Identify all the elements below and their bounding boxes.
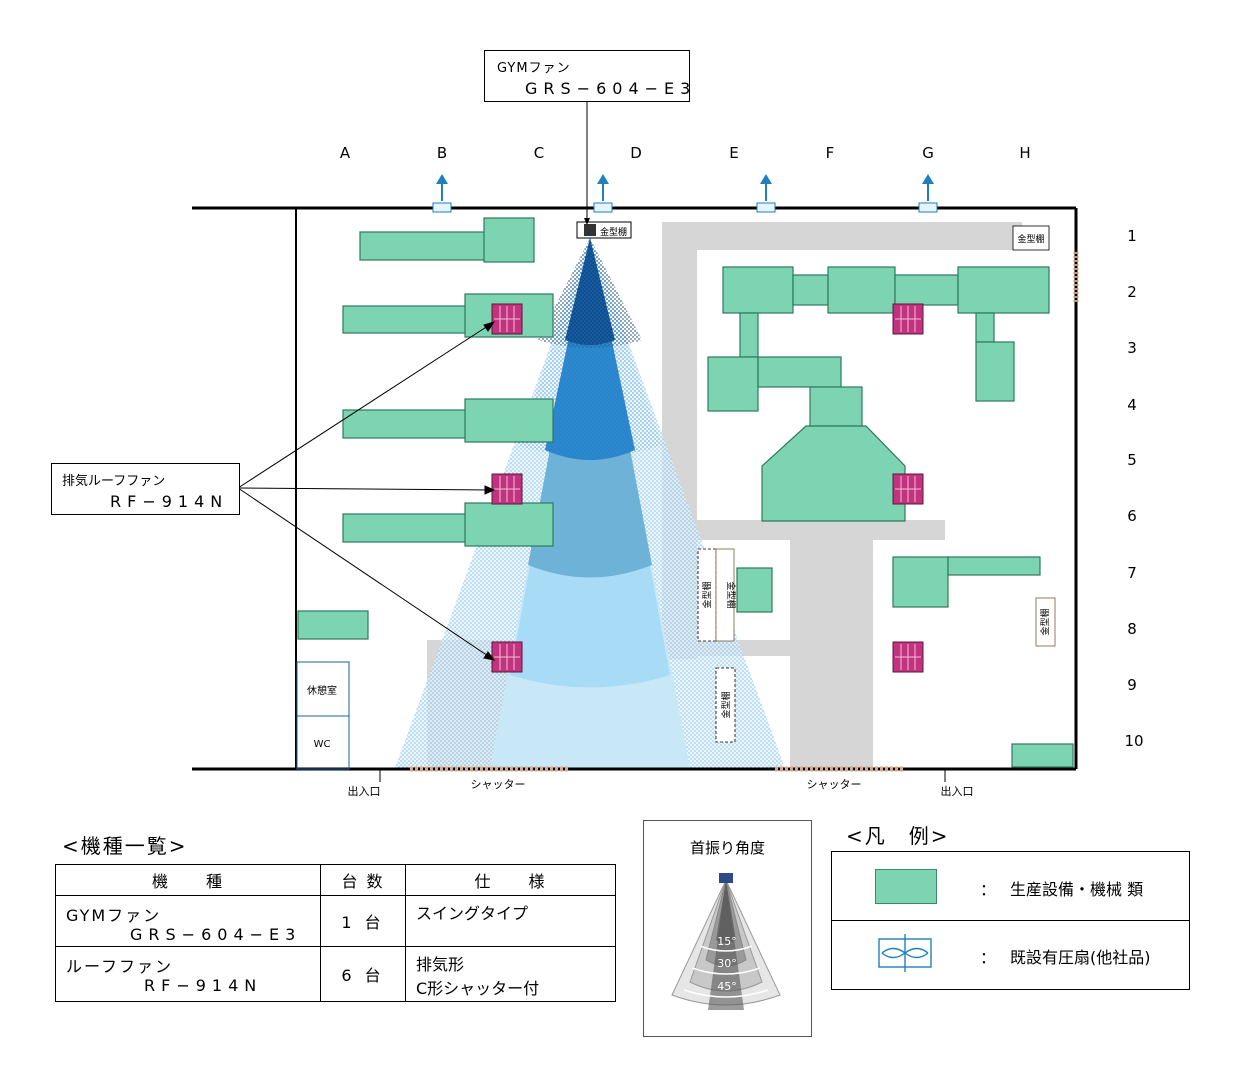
existing-fans bbox=[432, 174, 938, 213]
entrance-label: 出入口 bbox=[941, 784, 974, 798]
column-label: F bbox=[826, 144, 835, 162]
model-code: RF−914N bbox=[144, 976, 263, 995]
legend-title: <凡 例> bbox=[846, 824, 950, 848]
row-label: 1 bbox=[1127, 227, 1137, 245]
gym-fan-unit bbox=[576, 100, 632, 239]
roof-fan-leaders bbox=[237, 321, 496, 661]
kanagata-label: 金型棚 bbox=[720, 691, 732, 718]
roof-fan-grilles bbox=[494, 306, 921, 670]
equipment-list-title: <機種一覧> bbox=[62, 834, 188, 858]
shutter-label: シャッター bbox=[807, 778, 862, 791]
row-label: 3 bbox=[1127, 339, 1137, 357]
column-label: D bbox=[630, 144, 642, 162]
header-model: 機 種 bbox=[55, 864, 321, 896]
row-labels: 1 2 3 4 5 6 7 8 9 10 bbox=[1124, 227, 1143, 750]
swing-angle-box: 首振り角度 bbox=[643, 820, 812, 1037]
legend-sep: ： bbox=[980, 948, 997, 967]
row-label: 4 bbox=[1127, 396, 1137, 414]
roof-fan-callout-line1: 排気ルーフファン bbox=[62, 474, 166, 489]
kanagata-label: 金型棚 bbox=[725, 581, 737, 608]
wc-label: WC bbox=[314, 739, 331, 750]
angle-label: 45° bbox=[717, 980, 737, 993]
existing-fan bbox=[432, 202, 452, 213]
spec-cell: 排気形 C形シャッター付 bbox=[405, 946, 616, 1002]
shutter-label: シャッター bbox=[471, 778, 526, 791]
row-label: 6 bbox=[1127, 507, 1137, 525]
spec-line: 排気形 bbox=[416, 955, 465, 974]
legend-equipment-swatch bbox=[875, 869, 937, 904]
row-label: 5 bbox=[1127, 451, 1137, 469]
row-label: 9 bbox=[1127, 676, 1137, 694]
column-labels: A B C D E F G H bbox=[340, 144, 1031, 162]
row-label: 2 bbox=[1127, 283, 1137, 301]
header-qty: 台 数 bbox=[320, 864, 406, 896]
gym-fan-airflow bbox=[395, 238, 785, 768]
legend-divider bbox=[832, 920, 1189, 921]
legend-fan-icon bbox=[878, 934, 932, 972]
kanagata-label: 金型棚 bbox=[1017, 233, 1044, 245]
column-label: G bbox=[922, 144, 934, 162]
legend-existing-fan-label: 既設有圧扇(他社品) bbox=[1010, 948, 1151, 967]
spec-line: スイングタイプ bbox=[416, 904, 529, 923]
existing-fan bbox=[593, 202, 613, 213]
row-label: 7 bbox=[1127, 564, 1137, 582]
qty-cell: 6 台 bbox=[320, 946, 406, 1002]
row-label: 10 bbox=[1124, 732, 1143, 750]
column-label: C bbox=[534, 144, 544, 162]
table-row: ルーフファン RF−914N 6 台 排気形 C形シャッター付 bbox=[55, 946, 616, 1002]
column-label: H bbox=[1019, 144, 1030, 162]
entrance-label: 出入口 bbox=[348, 784, 381, 798]
existing-fan bbox=[918, 202, 938, 213]
existing-fan bbox=[756, 202, 776, 213]
spec-cell: スイングタイプ bbox=[405, 895, 616, 947]
legend-box: ： 生産設備・機械 類 ： 既設有圧扇(他社品) bbox=[831, 851, 1190, 990]
legend-equipment-label: 生産設備・機械 類 bbox=[1010, 880, 1144, 899]
storage-racks bbox=[697, 225, 1056, 743]
kanagata-label: 金型棚 bbox=[701, 581, 713, 608]
roof-fan-callout-line2: RF−914N bbox=[110, 492, 229, 511]
model-name: ルーフファン bbox=[66, 957, 174, 976]
kanagata-label: 金型棚 bbox=[1039, 608, 1051, 635]
swing-angle-diagram bbox=[671, 873, 781, 1010]
column-label: E bbox=[729, 144, 738, 162]
row-label: 8 bbox=[1127, 620, 1137, 638]
spec-line: C形シャッター付 bbox=[416, 979, 540, 998]
gym-fan-callout: GYMファン GRS−604−E3 bbox=[484, 50, 690, 102]
roof-fan-callout: 排気ルーフファン RF−914N bbox=[51, 463, 240, 515]
gym-fan-callout-line2: GRS−604−E3 bbox=[525, 79, 697, 98]
header-spec: 仕 様 bbox=[405, 864, 616, 896]
table-row: GYMファン GRS−604−E3 1 台 スイングタイプ bbox=[55, 895, 616, 947]
angle-label: 30° bbox=[717, 957, 737, 970]
production-equipment bbox=[297, 217, 1074, 768]
column-label: A bbox=[340, 144, 351, 162]
model-cell: GYMファン GRS−604−E3 bbox=[55, 895, 321, 947]
rest-room-label: 休憩室 bbox=[307, 684, 337, 697]
swing-angle-title: 首振り角度 bbox=[689, 839, 765, 857]
legend-sep: ： bbox=[980, 880, 997, 899]
column-label: B bbox=[437, 144, 447, 162]
qty-cell: 1 台 bbox=[320, 895, 406, 947]
model-name: GYMファン bbox=[66, 906, 162, 925]
model-code: GRS−604−E3 bbox=[130, 925, 302, 944]
rooms bbox=[296, 661, 350, 770]
kanagata-label: 金型棚 bbox=[600, 226, 627, 238]
angle-label: 15° bbox=[717, 935, 737, 948]
openings bbox=[379, 766, 946, 782]
model-cell: ルーフファン RF−914N bbox=[55, 946, 321, 1002]
gym-fan-callout-line1: GYMファン bbox=[497, 61, 571, 76]
equipment-table: 機 種 台 数 仕 様 GYMファン GRS−604−E3 1 台 スイングタイ… bbox=[55, 864, 616, 1002]
